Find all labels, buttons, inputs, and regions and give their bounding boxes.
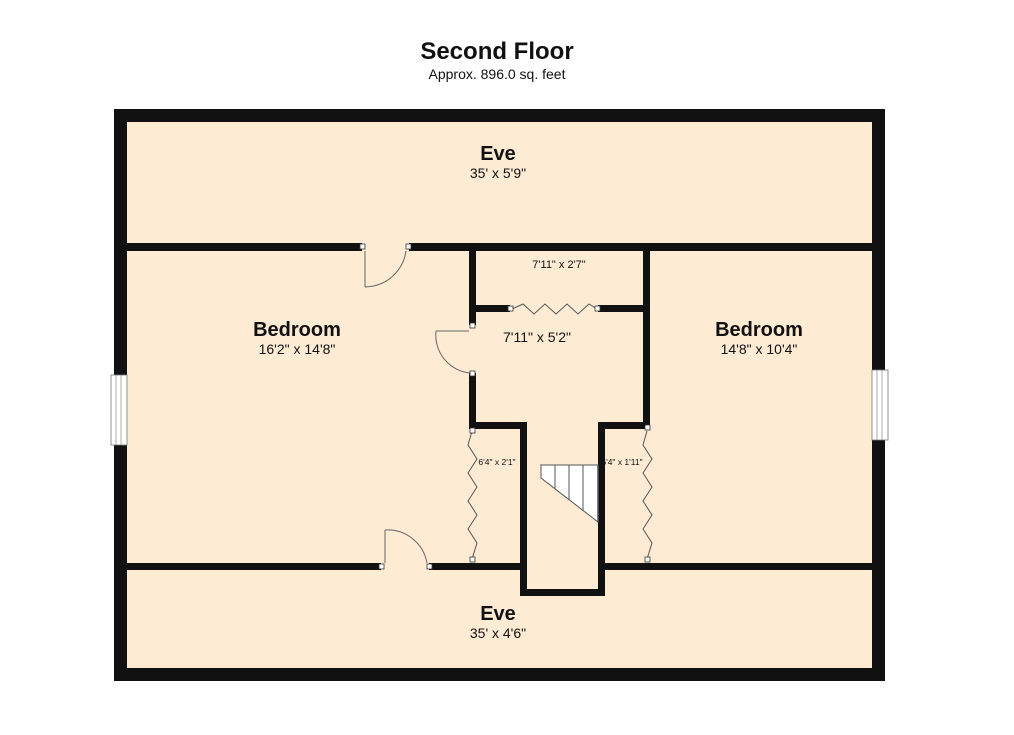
wall-landing-bottom-left — [469, 422, 527, 429]
bifold-door-top-closet — [507, 303, 601, 315]
room-eve-top-name: Eve — [480, 143, 516, 165]
staircase — [539, 464, 599, 524]
wall-eve-bottom-left — [127, 563, 381, 570]
room-closet-top-dimensions: 7'11" x 2'7" — [532, 259, 585, 271]
wall-landing-left-lower — [469, 373, 476, 429]
plan-subtitle: Approx. 896.0 sq. feet — [429, 66, 566, 82]
room-eve-bottom-dimensions: 35' x 4'6" — [470, 625, 526, 641]
room-closet-left-dimensions: 6'4" x 2'1" — [478, 457, 515, 467]
wall-stair-bottom — [520, 589, 605, 596]
wall-closet-bottom-left — [476, 305, 510, 312]
wall-eve-bottom-mid — [429, 563, 527, 570]
room-bedroom-right-dimensions: 14'8" x 10'4" — [721, 341, 798, 357]
door-landing — [435, 322, 476, 377]
room-bedroom-right-name: Bedroom — [715, 319, 803, 341]
window-right — [871, 369, 889, 441]
wall-stair-right — [598, 422, 605, 596]
room-landing-dimensions: 7'11" x 5'2" — [503, 329, 571, 345]
floor-area — [127, 122, 872, 668]
wall-landing-bottom-right — [598, 422, 650, 429]
bifold-door-left-closet — [467, 427, 478, 563]
wall-stair-left — [520, 422, 527, 596]
wall-eve-top-right — [409, 243, 872, 251]
room-closet-right-dimensions: 6'4" x 1'11" — [601, 457, 642, 467]
room-eve-top-dimensions: 35' x 5'9" — [470, 165, 526, 181]
wall-closet-right — [643, 251, 650, 429]
wall-closet-bottom-right — [598, 305, 643, 312]
wall-eve-top-left — [127, 243, 362, 251]
room-bedroom-left-dimensions: 16'2" x 14'8" — [259, 341, 336, 357]
wall-closet-left-upper — [469, 251, 476, 325]
window-left — [110, 374, 128, 446]
room-eve-bottom-name: Eve — [480, 603, 516, 625]
bifold-door-right-closet — [642, 424, 653, 563]
door-top-eve — [359, 243, 412, 288]
wall-eve-bottom-right — [598, 563, 872, 570]
plan-title: Second Floor — [420, 38, 573, 65]
room-bedroom-left-name: Bedroom — [253, 319, 341, 341]
door-bottom-eve — [378, 529, 433, 570]
